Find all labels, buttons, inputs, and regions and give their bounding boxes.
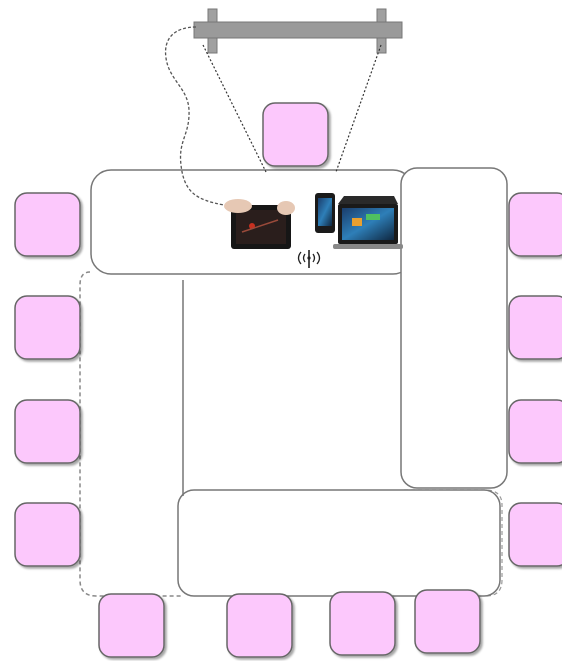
phone-laptop-icon	[315, 193, 403, 249]
projection-line-right	[335, 44, 382, 173]
seat-top-center	[262, 102, 329, 167]
cable	[164, 26, 225, 206]
seat-left-1	[14, 192, 81, 257]
table-bottom-section	[177, 489, 501, 597]
tablet-hands-icon	[224, 199, 295, 249]
seat-left-4	[14, 502, 81, 567]
seat-bottom-2	[226, 593, 293, 658]
seat-left-2	[14, 295, 81, 360]
room-outline-dashed-right	[404, 489, 503, 597]
table-right-section	[400, 167, 508, 489]
seats	[14, 102, 562, 658]
seat-bottom-4	[414, 589, 481, 654]
projector-icon	[193, 8, 403, 54]
seat-right-3	[508, 399, 562, 464]
seat-left-3	[14, 399, 81, 464]
seat-right-1	[508, 192, 562, 257]
room-outline-dashed	[79, 271, 183, 597]
wireless-symbol-icon	[297, 250, 321, 268]
seat-right-2	[508, 295, 562, 360]
seat-right-4	[508, 502, 562, 567]
seat-bottom-3	[329, 591, 396, 656]
seat-bottom-1	[98, 593, 165, 658]
projection-line-left	[202, 44, 267, 173]
